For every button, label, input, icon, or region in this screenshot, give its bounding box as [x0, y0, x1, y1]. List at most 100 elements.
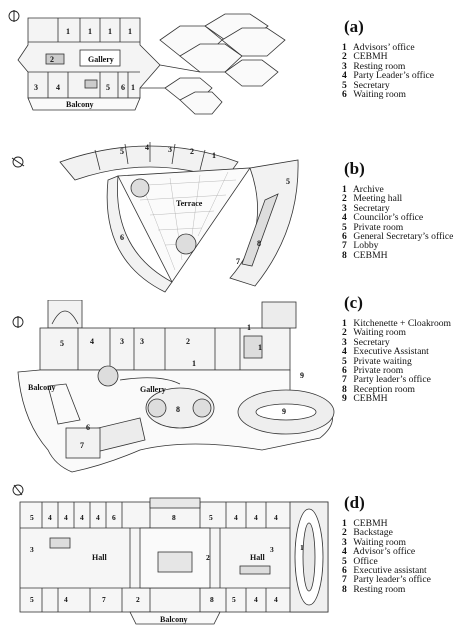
svg-text:8: 8: [172, 513, 176, 522]
floor-plan-b: 123 456 785 Terrace: [11, 142, 299, 293]
svg-text:5: 5: [286, 177, 290, 186]
svg-text:4: 4: [56, 83, 60, 92]
legend-b-item: 5 Private room: [342, 221, 404, 233]
svg-text:3: 3: [140, 337, 144, 346]
panel-a-label: (a): [344, 17, 364, 36]
legend-d-item: 3 Waiting room: [342, 536, 407, 548]
svg-text:4: 4: [274, 595, 278, 604]
svg-text:9: 9: [282, 407, 286, 416]
svg-text:1: 1: [212, 151, 216, 160]
legend-d-item: 1 CEBMH: [342, 518, 388, 529]
plan-b-terrace-label: Terrace: [176, 199, 203, 208]
legend-c: (c) 1 Kitchenette + Cloakroom 2 Waiting …: [342, 294, 451, 404]
svg-text:5: 5: [232, 595, 236, 604]
legend-a-item: 3 Resting room: [342, 60, 406, 72]
svg-text:3: 3: [168, 145, 172, 154]
svg-text:5: 5: [30, 595, 34, 604]
svg-text:5: 5: [106, 83, 110, 92]
svg-text:1: 1: [88, 27, 92, 36]
legend-a-item: 1 Advisors’ office: [342, 42, 415, 53]
svg-text:5: 5: [209, 513, 213, 522]
legend-d-item: 6 Executive assistant: [342, 565, 427, 577]
legend-c-item: 9 CEBMH: [342, 393, 388, 405]
legend-a: (a) 1 Advisors’ office 2 CEBMH 3 Resting…: [342, 17, 435, 101]
legend-d-item: 8 Resting room: [342, 583, 406, 595]
legend-b-item: 7 Lobby: [342, 240, 379, 252]
svg-text:4: 4: [254, 595, 258, 604]
svg-text:4: 4: [234, 513, 238, 522]
legend-b-item: 8 CEBMH: [342, 249, 388, 261]
svg-text:3: 3: [270, 545, 274, 554]
plan-c-gallery-label: Gallery: [140, 385, 166, 394]
svg-text:8: 8: [176, 405, 180, 414]
svg-text:1: 1: [131, 83, 135, 92]
svg-text:9: 9: [300, 371, 304, 380]
legend-a-item: 6 Waiting room: [342, 89, 407, 101]
plan-c-balcony-label: Balcony: [28, 383, 56, 392]
legend-c-item: 3 Secretary: [342, 336, 390, 348]
svg-text:4: 4: [254, 513, 258, 522]
panel-c-label: (c): [344, 293, 363, 312]
svg-text:1: 1: [247, 323, 251, 332]
svg-text:6: 6: [121, 83, 125, 92]
svg-text:5: 5: [30, 513, 34, 522]
legend-b: (b) 1 Archive 2 Meeting hall 3 Secretary…: [342, 159, 454, 261]
legend-b-item: 4 Councilor’s office: [342, 212, 424, 224]
panel-b-label: (b): [344, 159, 365, 178]
plan-d-hall-left-label: Hall: [92, 553, 107, 562]
svg-text:2: 2: [186, 337, 190, 346]
svg-text:4: 4: [80, 513, 84, 522]
plan-d-balcony-label: Balcony: [160, 615, 188, 624]
legend-d: (d) 1 CEBMH 2 Backstage 3 Waiting room 4…: [342, 493, 431, 595]
svg-text:4: 4: [274, 513, 278, 522]
svg-text:7: 7: [80, 441, 84, 450]
svg-text:1: 1: [108, 27, 112, 36]
legend-c-item: 5 Private waiting: [342, 355, 412, 367]
svg-text:3: 3: [34, 83, 38, 92]
legend-a-item: 2 CEBMH: [342, 51, 388, 63]
legend-a-item: 4 Party Leader’s office: [342, 70, 435, 82]
svg-text:1: 1: [258, 343, 262, 352]
svg-text:2: 2: [50, 55, 54, 64]
svg-text:5: 5: [120, 147, 124, 156]
legend-c-item: 8 Reception room: [342, 383, 415, 395]
legend-d-item: 2 Backstage: [342, 527, 393, 539]
svg-text:6: 6: [86, 423, 90, 432]
svg-text:4: 4: [64, 513, 68, 522]
legend-c-item: 4 Executive Assistant: [342, 346, 429, 358]
svg-text:2: 2: [206, 553, 210, 562]
legend-d-item: 4 Advisor’s office: [342, 546, 416, 558]
legend-d-item: 5 Office: [342, 555, 378, 567]
legend-c-item: 6 Private room: [342, 365, 404, 377]
svg-text:4: 4: [90, 337, 94, 346]
svg-text:7: 7: [102, 595, 106, 604]
svg-text:4: 4: [48, 513, 52, 522]
svg-text:6: 6: [120, 233, 124, 242]
legend-d-item: 7 Party leader’s office: [342, 574, 431, 586]
svg-text:7: 7: [236, 257, 240, 266]
svg-text:1: 1: [66, 27, 70, 36]
plan-a-balcony-label: Balcony: [66, 100, 94, 109]
svg-text:6: 6: [112, 513, 116, 522]
svg-text:3: 3: [120, 337, 124, 346]
svg-text:1: 1: [192, 359, 196, 368]
svg-text:4: 4: [145, 143, 149, 152]
panel-d-label: (d): [344, 493, 365, 512]
legend-c-item: 7 Party leader’s office: [342, 374, 431, 386]
svg-text:2: 2: [136, 595, 140, 604]
legend-b-item: 6 General Secretary’s office: [342, 231, 454, 243]
svg-text:3: 3: [30, 545, 34, 554]
plan-d-hall-right-label: Hall: [250, 553, 265, 562]
legend-b-item: 1 Archive: [342, 184, 384, 195]
svg-text:4: 4: [64, 595, 68, 604]
plan-a-gallery-label: Gallery: [88, 55, 114, 64]
legend-c-item: 2 Waiting room: [342, 327, 407, 339]
legend-c-item: 1 Kitchenette + Cloakroom: [342, 318, 451, 329]
